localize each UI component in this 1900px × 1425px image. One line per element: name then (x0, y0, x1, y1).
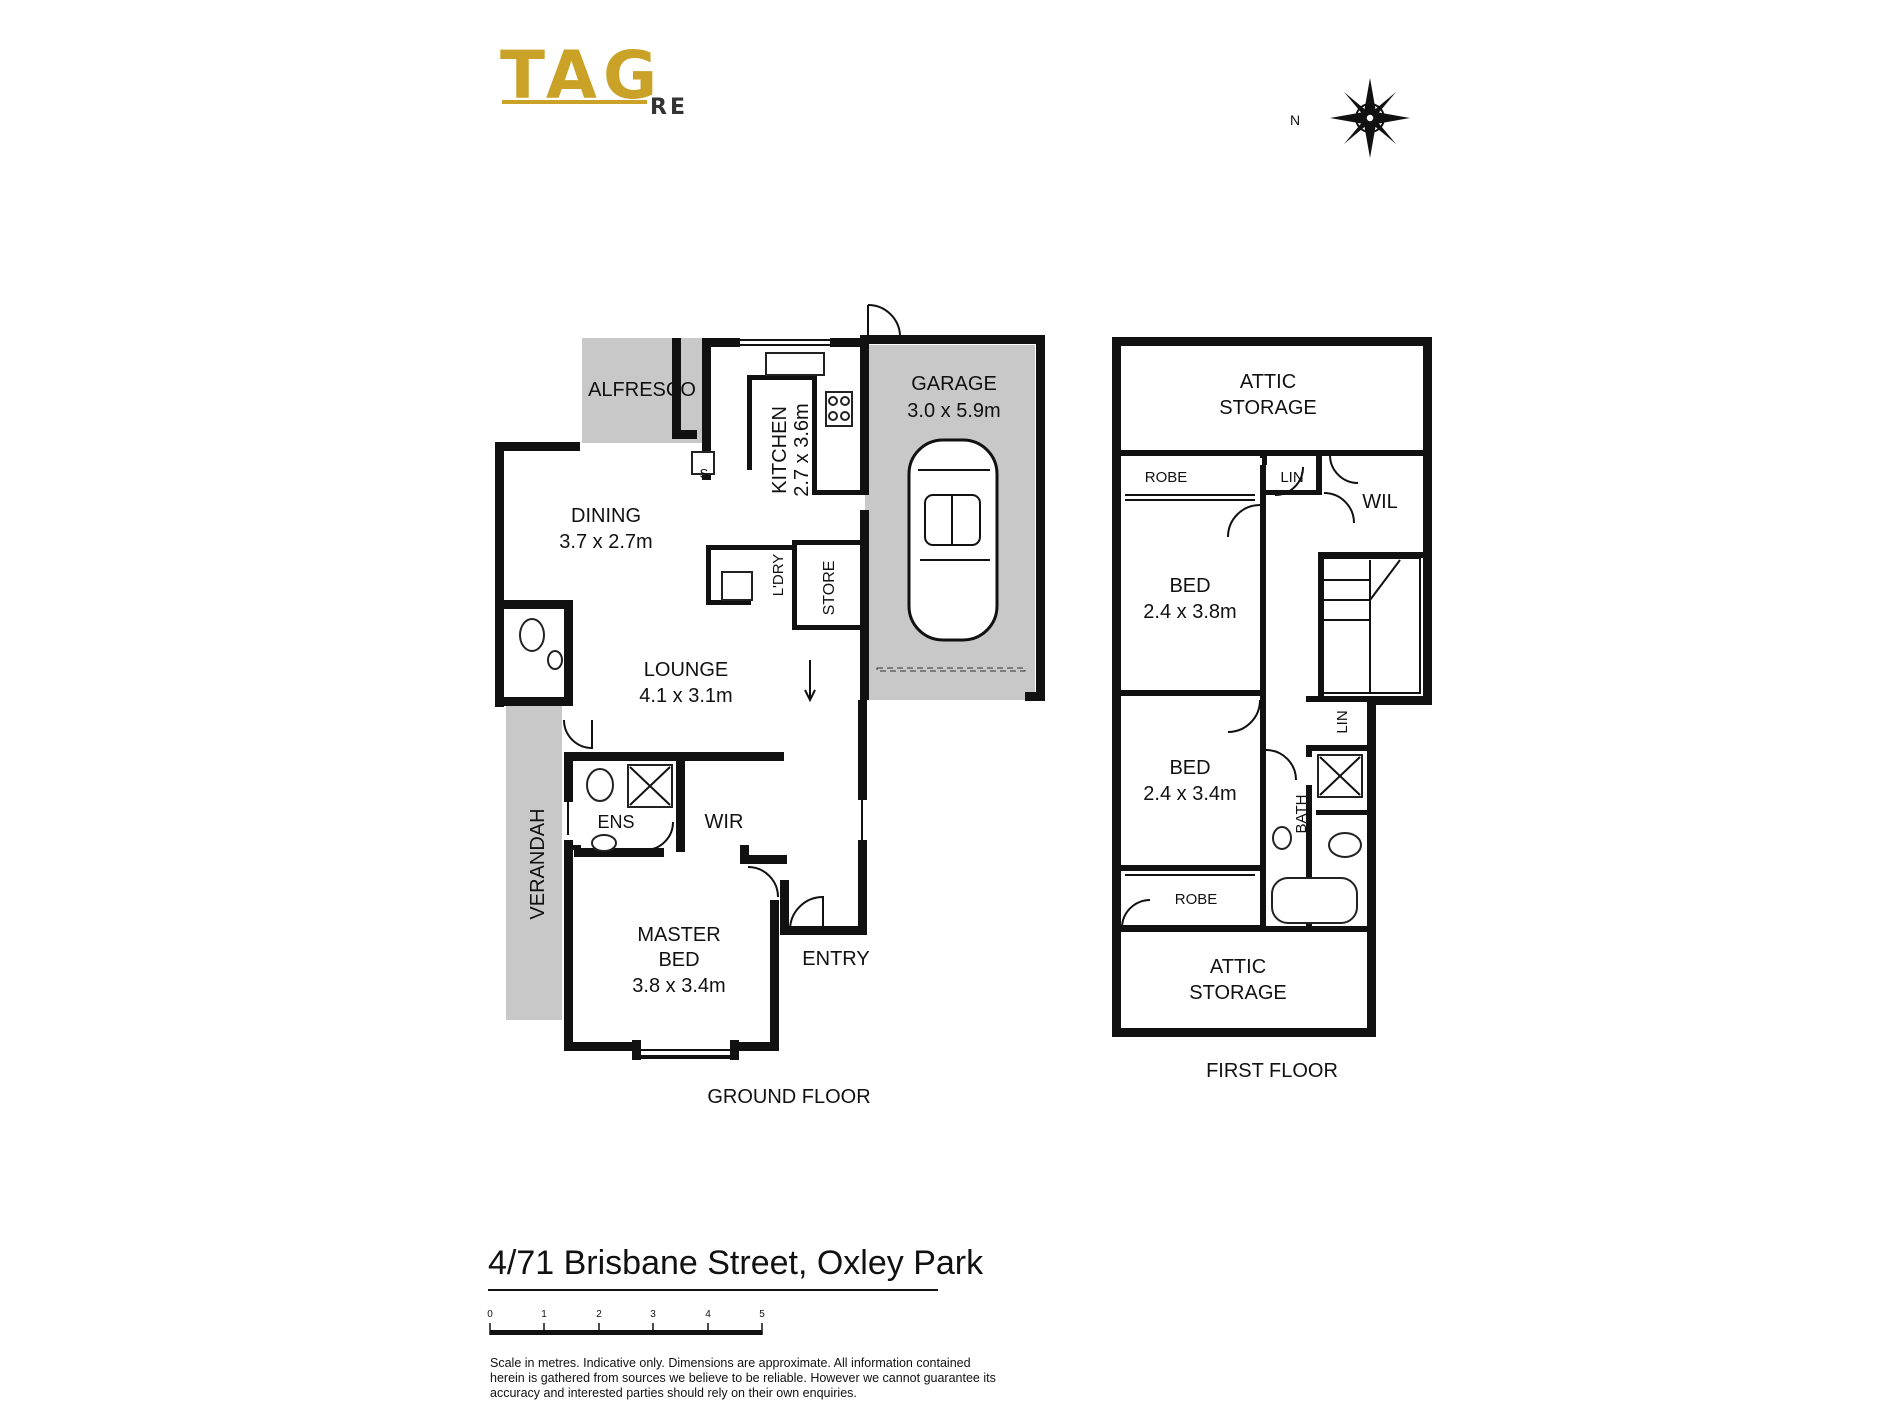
room-label-attic-top-1: ATTIC (1240, 371, 1296, 393)
room-label-dining: DINING (571, 505, 641, 527)
compass-north-label: N (1290, 112, 1300, 128)
room-label-robe-bottom: ROBE (1175, 891, 1218, 908)
logo-underline (502, 100, 647, 104)
scale-tick-3: 3 (650, 1309, 656, 1320)
scale-tick-4: 4 (705, 1309, 711, 1320)
room-size-bed2: 2.4 x 3.4m (1143, 783, 1236, 805)
disclaimer-text: Scale in metres. Indicative only. Dimens… (490, 1356, 1070, 1401)
bathtub-icon (1271, 877, 1358, 924)
compass-icon (1330, 78, 1410, 158)
car-icon (907, 438, 999, 642)
room-size-lounge: 4.1 x 3.1m (639, 685, 732, 707)
room-label-lin-top: LIN (1280, 469, 1303, 486)
room-label-bed2: BED (1169, 757, 1210, 779)
room-size-dining: 3.7 x 2.7m (559, 531, 652, 553)
disclaimer-line-3: accuracy and interested parties should r… (490, 1386, 857, 1400)
laundry-tub-icon (721, 571, 753, 601)
room-label-lin-mid: LIN (1334, 710, 1351, 733)
brand-logo: TAG RE (500, 37, 688, 120)
room-label-ensuite: ENS (597, 812, 634, 832)
first-floor-title: FIRST FLOOR (1206, 1060, 1338, 1082)
room-label-attic-top-2: STORAGE (1219, 397, 1316, 419)
ground-floor-plan: ALFRESCO S KITCHEN 2.7 x 3.6m GARAGE 3.0… (495, 304, 1045, 1108)
scale-bar: 0 1 2 3 4 5 (487, 1309, 765, 1335)
room-label-lounge: LOUNGE (644, 659, 728, 681)
scale-tick-1: 1 (541, 1309, 547, 1320)
room-label-verandah: VERANDAH (527, 808, 549, 919)
scale-tick-5: 5 (759, 1309, 765, 1320)
property-address: 4/71 Brisbane Street, Oxley Park (488, 1244, 984, 1282)
ground-floor-title: GROUND FLOOR (707, 1086, 870, 1108)
room-label-wir: WIR (705, 811, 744, 833)
powder-basin-icon (547, 650, 563, 670)
basin-icon (591, 834, 617, 852)
room-size-garage: 3.0 x 5.9m (907, 400, 1000, 422)
first-floor-plan: ATTIC STORAGE ROBE LIN WIL BED 2.4 x 3.8… (1112, 337, 1432, 1082)
room-label-bed1: BED (1169, 575, 1210, 597)
room-label-s: S (700, 466, 709, 481)
stair-icon (1321, 557, 1421, 694)
disclaimer-line-1: Scale in metres. Indicative only. Dimens… (490, 1356, 971, 1370)
room-size-master: 3.8 x 3.4m (632, 975, 725, 997)
address-underline (488, 1289, 938, 1291)
powder-toilet-icon (519, 618, 545, 652)
alfresco-area (582, 338, 702, 443)
verandah-area (506, 705, 562, 1020)
room-label-kitchen: KITCHEN (769, 406, 791, 494)
room-size-kitchen: 2.7 x 3.6m (791, 403, 813, 496)
room-label-attic-bottom-1: ATTIC (1210, 956, 1266, 978)
toilet-icon (586, 768, 614, 802)
room-label-store: STORE (821, 561, 838, 616)
room-label-garage: GARAGE (911, 373, 997, 395)
room-size-bed1: 2.4 x 3.8m (1143, 601, 1236, 623)
logo-sub-text: RE (650, 95, 688, 120)
kitchen-sink-icon (765, 352, 825, 376)
room-label-laundry: L'DRY (770, 554, 787, 597)
room-label-attic-bottom-2: STORAGE (1189, 982, 1286, 1004)
fb-toilet-icon (1328, 832, 1362, 858)
room-label-robe-top: ROBE (1145, 469, 1188, 486)
scale-tick-0: 0 (487, 1309, 493, 1320)
room-label-bath: BATH (1293, 795, 1310, 834)
room-label-master-1: MASTER (637, 924, 720, 946)
room-label-master-2: BED (658, 949, 699, 971)
store-s-box (691, 451, 715, 475)
scale-tick-2: 2 (596, 1309, 602, 1320)
room-label-entry: ENTRY (802, 948, 869, 970)
room-label-alfresco: ALFRESCO (588, 379, 696, 401)
fb-basin-icon (1272, 826, 1292, 850)
disclaimer-line-2: herein is gathered from sources we belie… (490, 1371, 996, 1385)
room-label-wil: WIL (1362, 491, 1398, 513)
